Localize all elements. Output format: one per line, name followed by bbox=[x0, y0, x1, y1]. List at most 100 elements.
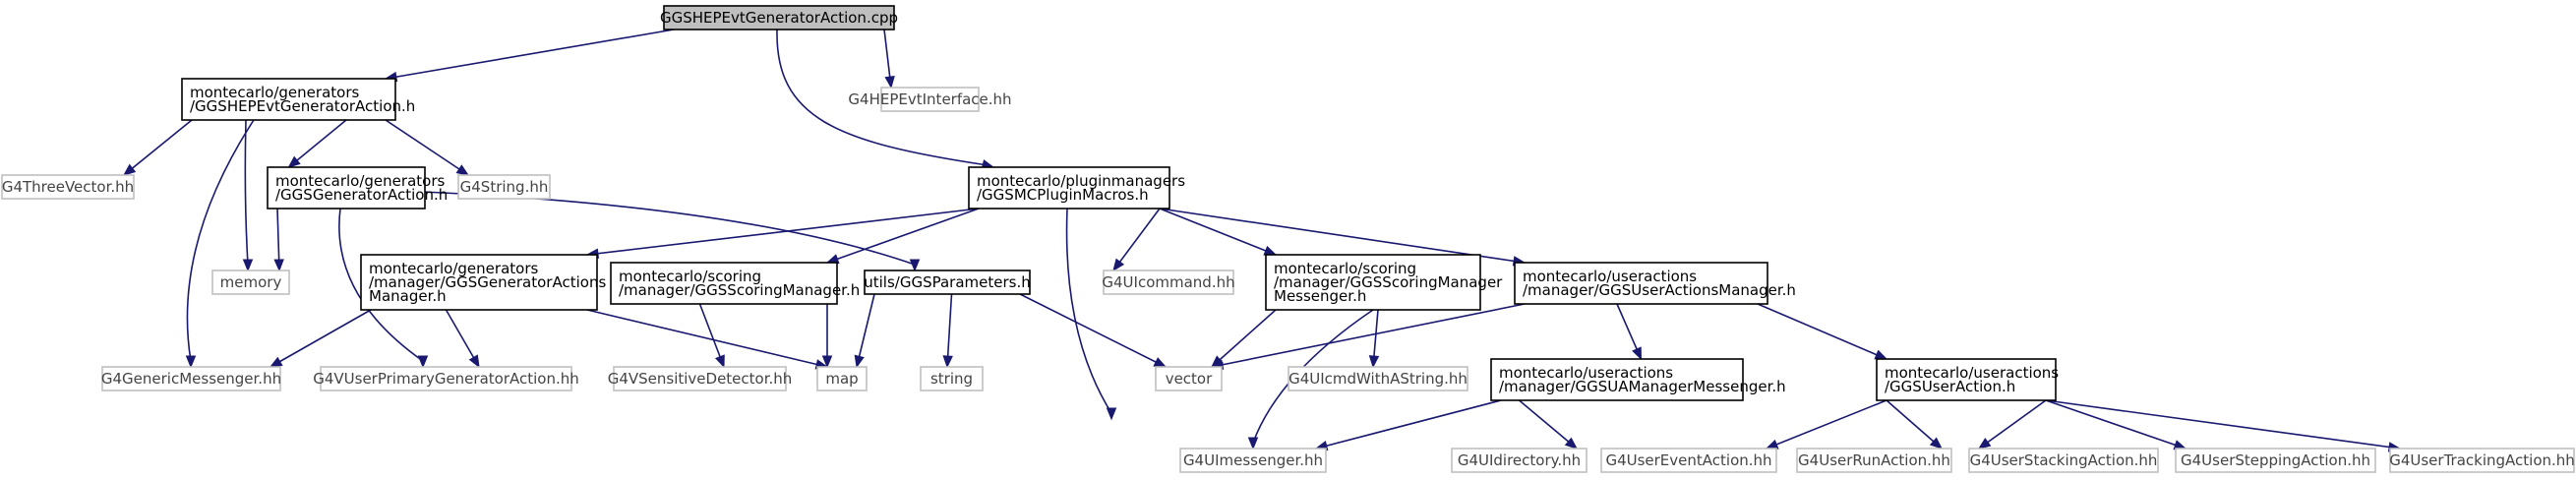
node-parameters[interactable]: utils/GGSParameters.h bbox=[864, 270, 1031, 295]
node-map: map bbox=[816, 366, 868, 391]
node-scoringMgr[interactable]: montecarlo/scoring/manager/GGSScoringMan… bbox=[610, 262, 860, 305]
node-box bbox=[613, 366, 787, 391]
node-label-line: montecarlo/generators bbox=[369, 260, 538, 277]
node-box bbox=[267, 166, 426, 210]
node-label-line: G4UserTrackingAction.hh bbox=[2389, 451, 2575, 469]
node-userActionsMgr[interactable]: montecarlo/useractions/manager/GGSUserAc… bbox=[1514, 262, 1796, 305]
edge-line bbox=[1112, 208, 1161, 271]
node-label-line: /GGSUserAction.h bbox=[1885, 378, 2015, 395]
edge-ggsGenAction-to-primaryGen bbox=[338, 208, 429, 369]
node-pluginMacros[interactable]: montecarlo/pluginmanagers/GGSMCPluginMac… bbox=[968, 166, 1185, 210]
edge-parameters-to-vector bbox=[1019, 293, 1168, 368]
edge-parameters-to-string bbox=[942, 293, 953, 369]
node-box bbox=[360, 254, 598, 311]
node-scoringMgrMsg[interactable]: montecarlo/scoring/manager/GGSScoringMan… bbox=[1265, 254, 1503, 311]
node-label-line: GGSHEPEvtGeneratorAction.cpp bbox=[660, 9, 898, 27]
edge-line bbox=[1757, 303, 1887, 360]
edge-userAction-to-userStepping bbox=[2045, 399, 2187, 450]
edge-line bbox=[1211, 309, 1277, 368]
edge-line bbox=[1065, 208, 1112, 416]
node-label-line: G4VUserPrimaryGeneratorAction.hh bbox=[313, 370, 579, 388]
node-box bbox=[1600, 448, 1777, 473]
node-label-line: G4UIdirectory.hh bbox=[1458, 451, 1581, 469]
edge-pluginMacros-to-genActionsMgr bbox=[585, 208, 980, 259]
node-box bbox=[1179, 448, 1327, 473]
node-box bbox=[864, 270, 1031, 295]
node-uaMgrMsg[interactable]: montecarlo/useractions/manager/GGSUAMana… bbox=[1490, 358, 1786, 401]
edge-line bbox=[338, 208, 424, 363]
edge-line bbox=[1766, 399, 1887, 450]
edge-uaMgrMsg-to-uidirectory bbox=[1518, 399, 1579, 450]
node-userStepping: G4UserSteppingAction.hh bbox=[2175, 448, 2376, 473]
edge-root-to-hepInterface bbox=[883, 29, 895, 90]
edge-line bbox=[2045, 399, 2401, 450]
edge-arrowhead bbox=[821, 355, 833, 369]
node-genActionsMgr[interactable]: montecarlo/generators/manager/GGSGenerat… bbox=[360, 254, 606, 311]
edge-line bbox=[1019, 293, 1167, 368]
node-box bbox=[968, 166, 1170, 210]
edge-genAction-to-genericMessenger bbox=[185, 119, 255, 369]
node-label-line: Manager.h bbox=[369, 287, 447, 305]
node-genAction[interactable]: montecarlo/generators/GGSHEPEvtGenerator… bbox=[181, 78, 415, 121]
edge-line bbox=[1518, 399, 1578, 450]
node-label-line: G4ThreeVector.hh bbox=[2, 178, 134, 196]
node-label-line: montecarlo/scoring bbox=[619, 268, 761, 285]
node-primaryGen: G4VUserPrimaryGeneratorAction.hh bbox=[313, 366, 579, 391]
edge-line bbox=[287, 119, 347, 168]
node-ggsGenAction[interactable]: montecarlo/generators/GGSGeneratorAction… bbox=[267, 166, 448, 210]
edge-line bbox=[1886, 399, 1943, 450]
node-label-line: montecarlo/useractions bbox=[1499, 364, 1673, 382]
edge-line bbox=[586, 309, 828, 368]
node-label-line: /manager/GGSScoringManager bbox=[1274, 273, 1503, 291]
edge-arrowhead bbox=[1929, 437, 1943, 450]
edge-arrowhead bbox=[417, 355, 429, 369]
node-userEvent: G4UserEventAction.hh bbox=[1600, 448, 1777, 473]
node-label-line: montecarlo/useractions bbox=[1885, 364, 2059, 382]
node-label-line: G4UserStackingAction.hh bbox=[1970, 451, 2158, 469]
node-userStacking: G4UserStackingAction.hh bbox=[1968, 448, 2159, 473]
node-g4string: G4String.hh bbox=[457, 174, 551, 200]
node-label-line: montecarlo/pluginmanagers bbox=[977, 172, 1185, 190]
edge-genActionsMgr-to-genericMessenger bbox=[269, 309, 372, 368]
node-box bbox=[1876, 358, 2057, 401]
node-box bbox=[320, 366, 572, 391]
edge-root-to-genAction bbox=[384, 29, 675, 83]
edge-line bbox=[586, 208, 980, 256]
node-label-line: /manager/GGSUAManagerMessenger.h bbox=[1499, 378, 1786, 395]
node-box bbox=[1514, 262, 1768, 305]
node-label-line: /GGSHEPEvtGeneratorAction.h bbox=[190, 97, 415, 115]
edge-arrowhead bbox=[242, 259, 254, 272]
edge-arrowhead bbox=[185, 355, 197, 369]
edge-userAction-to-userStacking bbox=[1977, 399, 2047, 450]
node-userAction[interactable]: montecarlo/useractions/GGSUserAction.h bbox=[1876, 358, 2059, 401]
node-box bbox=[1103, 270, 1234, 295]
edge-arrowhead bbox=[884, 75, 895, 90]
edge-scoringMgr-to-sensitiveDet bbox=[698, 303, 725, 369]
edge-line bbox=[385, 119, 469, 176]
edge-parameters-to-map bbox=[854, 293, 875, 369]
node-label-line: G4VSensitiveDetector.hh bbox=[608, 370, 793, 388]
edge-uaMgrMsg-to-uimessenger bbox=[1314, 399, 1502, 451]
edge-userActionsMgr-to-uaMgrMsg bbox=[1616, 303, 1643, 361]
edge-genAction-to-memory bbox=[242, 119, 254, 272]
node-label-line: G4UImessenger.hh bbox=[1183, 451, 1323, 469]
node-label-line: /GGSMCPluginMacros.h bbox=[977, 186, 1149, 204]
edge-arrowhead bbox=[273, 259, 284, 272]
edge-ggsGenAction-to-memory bbox=[273, 208, 284, 272]
node-label-line: G4UIcommand.hh bbox=[1102, 273, 1234, 291]
node-sensitiveDet: G4VSensitiveDetector.hh bbox=[608, 366, 793, 391]
node-label-line: montecarlo/generators bbox=[275, 172, 445, 190]
edge-line bbox=[270, 309, 372, 368]
edge-line bbox=[123, 119, 193, 176]
node-box bbox=[1265, 254, 1481, 311]
edge-arrowhead bbox=[1765, 439, 1779, 450]
edge-arrowhead bbox=[1112, 258, 1125, 272]
edge-line bbox=[1159, 208, 1526, 264]
edge-scoringMgrMsg-to-vector bbox=[1211, 309, 1277, 368]
node-hepInterface: G4HEPEvtInterface.hh bbox=[848, 87, 1012, 112]
node-box bbox=[880, 87, 980, 112]
edge-arrowhead bbox=[854, 354, 865, 369]
edge-pluginMacros-to-uicommand bbox=[1112, 208, 1161, 272]
node-label-line: G4UIcmdWithAString.hh bbox=[1288, 370, 1468, 388]
